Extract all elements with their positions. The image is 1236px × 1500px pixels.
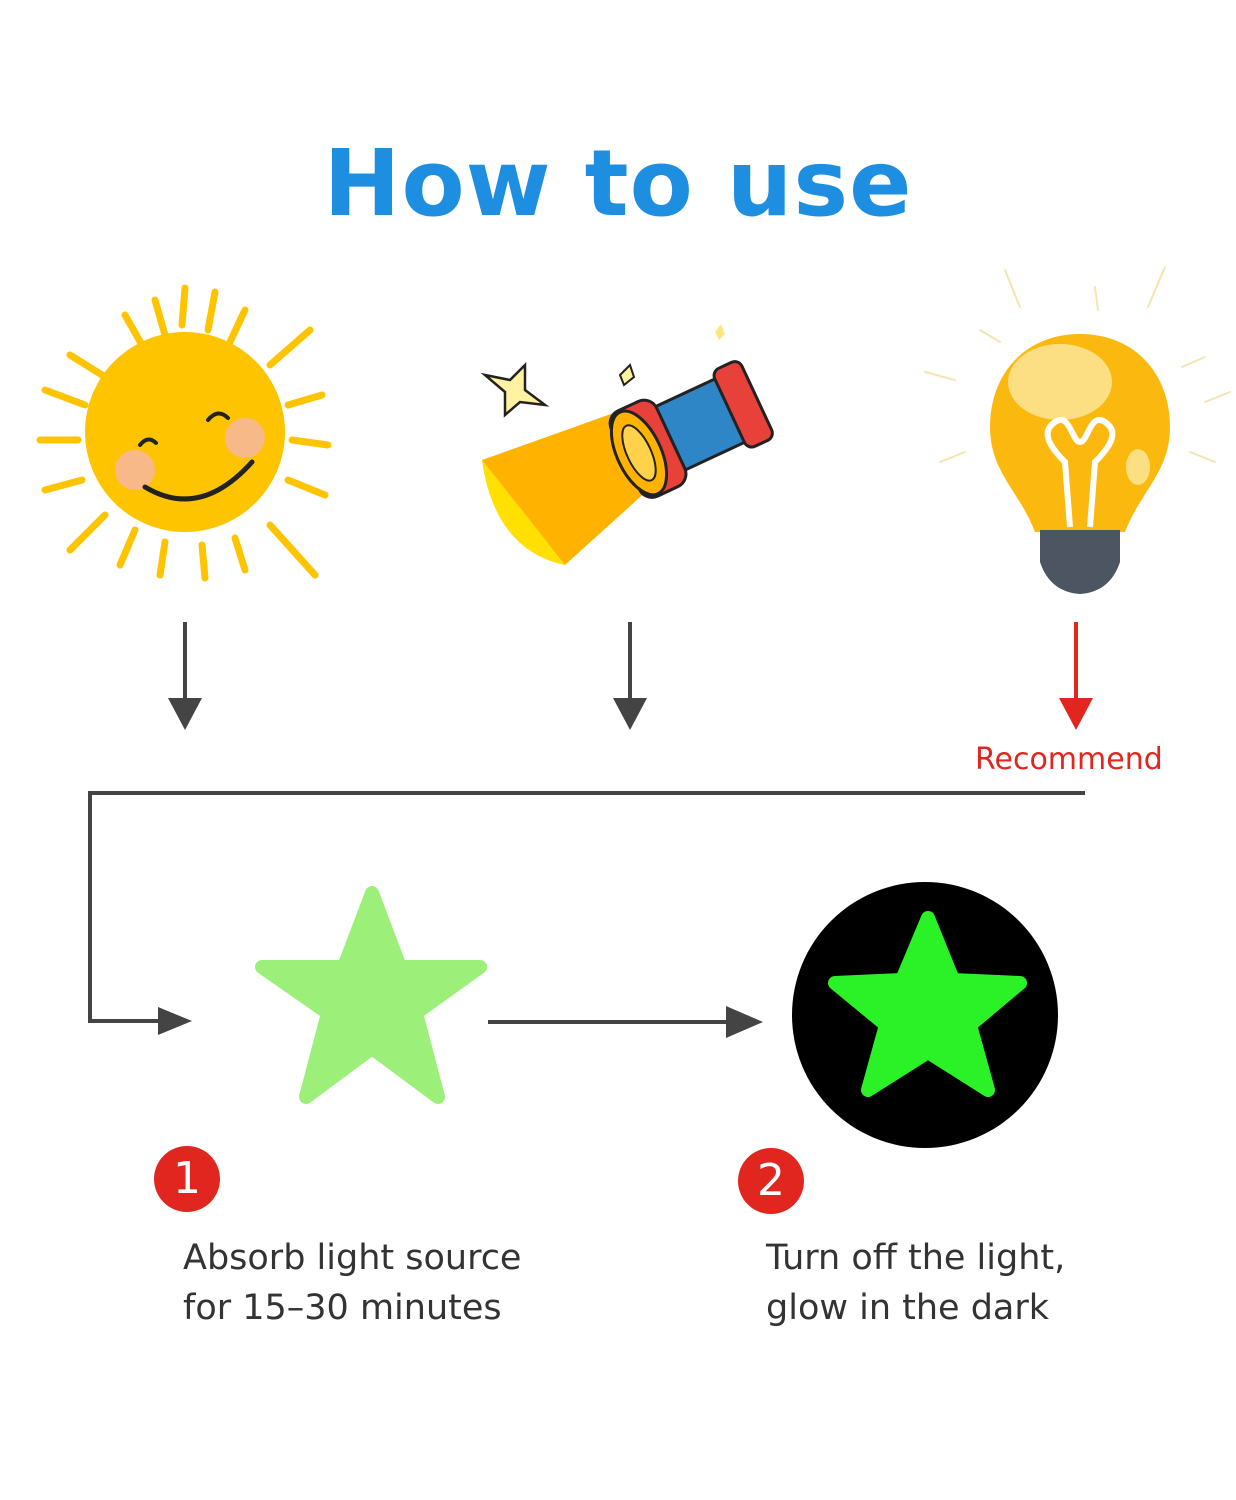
step-2-line-2: glow in the dark bbox=[766, 1288, 1050, 1328]
arrow-down-bulb bbox=[1059, 622, 1093, 730]
step-2-line-1: Turn off the light, bbox=[766, 1238, 1066, 1278]
sun-icon bbox=[36, 284, 332, 582]
connector-line bbox=[88, 791, 1085, 1035]
step-1-badge: 1 bbox=[154, 1146, 220, 1212]
green-star-icon bbox=[255, 886, 487, 1104]
step-1-description: Absorb light source for 15–30 minutes bbox=[183, 1233, 521, 1333]
step-2-description: Turn off the light, glow in the dark bbox=[766, 1233, 1065, 1333]
light-bulb-icon bbox=[924, 266, 1231, 594]
arrow-right bbox=[488, 1006, 763, 1038]
glowing-star-icon bbox=[792, 882, 1058, 1148]
arrow-down-flashlight bbox=[613, 622, 647, 730]
page-title: How to use bbox=[323, 130, 913, 237]
flashlight-icon bbox=[480, 324, 774, 565]
arrow-down-sun bbox=[168, 622, 202, 730]
step-2-badge: 2 bbox=[738, 1148, 804, 1214]
step-1-line-2: for 15–30 minutes bbox=[183, 1288, 502, 1328]
recommend-label: Recommend bbox=[975, 742, 1163, 777]
step-1-line-1: Absorb light source bbox=[183, 1238, 522, 1278]
